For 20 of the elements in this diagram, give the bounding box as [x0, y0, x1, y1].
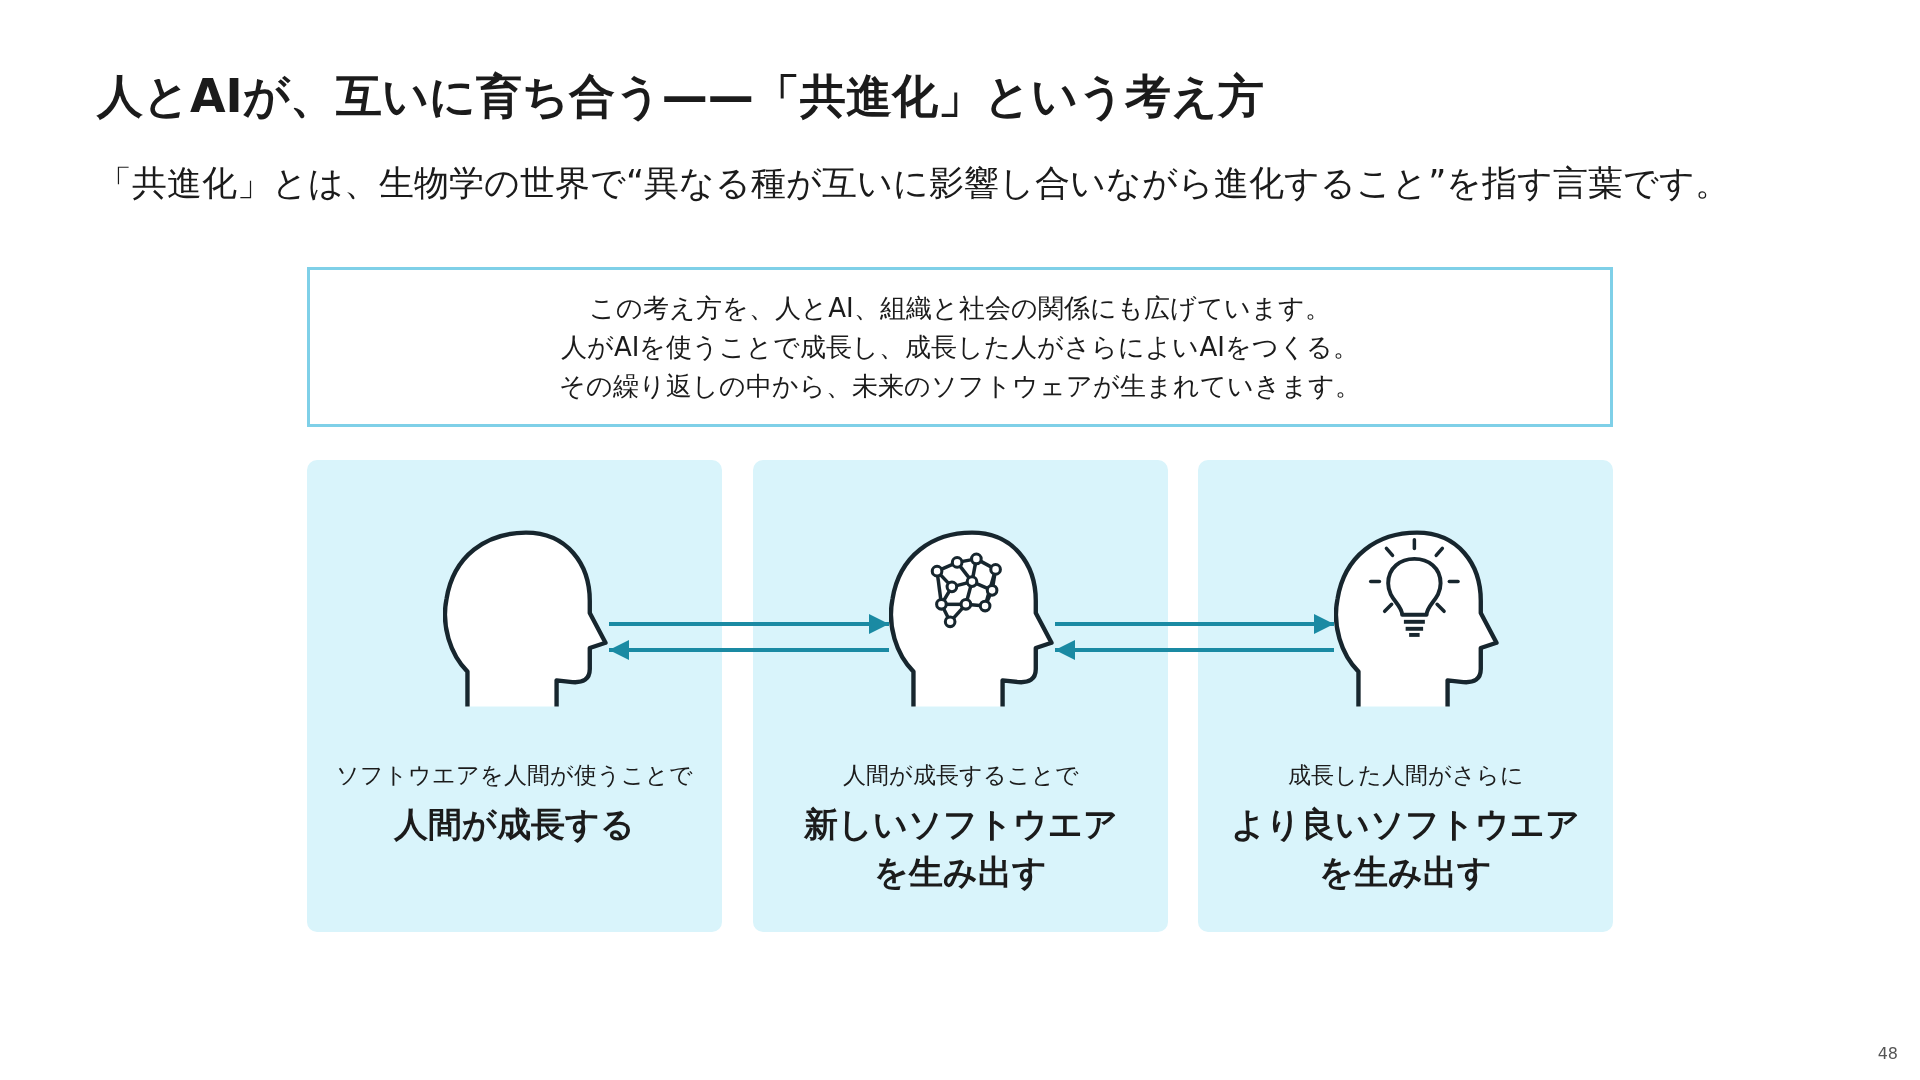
panel [307, 460, 722, 932]
arrow [609, 614, 889, 634]
text-box [307, 267, 1613, 427]
arrow [1055, 640, 1334, 660]
arrow [609, 640, 889, 660]
panel [753, 460, 1168, 932]
heading-text: 人間が成長する [393, 803, 636, 846]
heading-text: 新しいソフトウエアを生み出す [802, 803, 1119, 894]
caption-text: ソフトウエアを人間が使うことで [335, 761, 694, 790]
body-text: この考え方を、人とAI、組織と社会の関係にも広げています。 [589, 292, 1331, 324]
subtitle: 「共進化」とは、生物学の世界で“異なる種が互いに影響し合いながら進化すること”を指す言葉です。 [97, 162, 1731, 205]
heading-text: より良いソフトウエアを生み出す [1230, 803, 1581, 894]
panel [1198, 460, 1613, 932]
body-text: 人がAIを使うことで成長し、成長した人がさらによいAIをつくる。 [561, 331, 1359, 363]
page-number: 48 [1877, 1044, 1898, 1063]
caption-text: 成長した人間がさらに [1286, 761, 1525, 790]
title: 人とAIが、互いに育ち合う——「共進化」という考え方 [97, 68, 1264, 125]
caption-text: 人間が成長することで [841, 761, 1080, 790]
arrow [1055, 614, 1334, 634]
body-text: その繰り返しの中から、未来のソフトウェアが生まれていきます。 [559, 370, 1361, 402]
